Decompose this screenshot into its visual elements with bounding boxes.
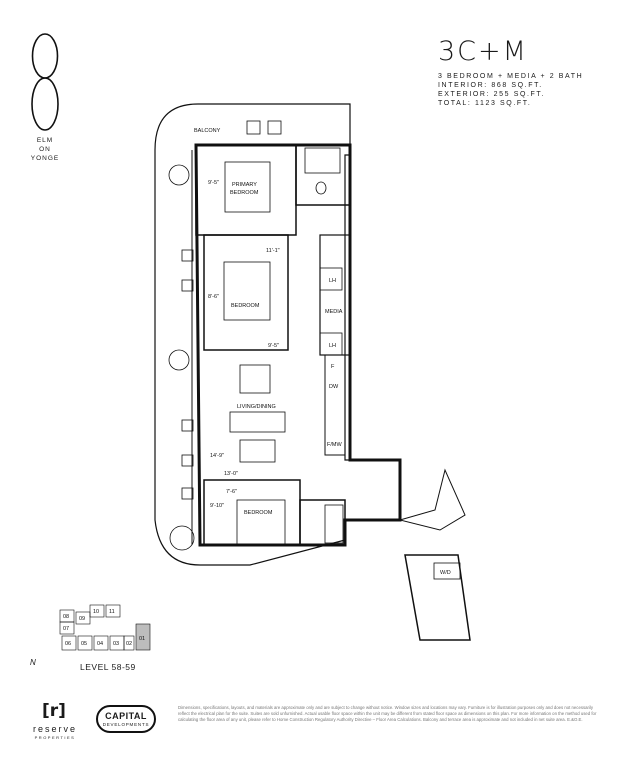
unit-exterior: EXTERIOR: 255 SQ.FT. bbox=[438, 91, 546, 98]
key-label-02: 02 bbox=[126, 641, 132, 647]
walk-in-closet bbox=[404, 554, 471, 641]
key-unit-02 bbox=[123, 635, 135, 651]
key-plan-drawing: 08 09 10 11 07 06 05 04 03 02 01 bbox=[59, 604, 151, 651]
sofa bbox=[229, 411, 286, 433]
key-unit-01-highlighted bbox=[135, 623, 151, 651]
primary-bedroom-label-1: PRIMARY bbox=[232, 182, 257, 188]
key-plan: 08 09 10 11 07 06 05 04 03 02 01 bbox=[52, 600, 152, 655]
linen-closet-2-label: LH bbox=[329, 343, 336, 349]
key-unit-04 bbox=[93, 635, 109, 651]
key-label-01: 01 bbox=[139, 636, 145, 642]
floor-plan: BALCONY PRIMARY BEDROOM 9'-5" BEDROOM 11… bbox=[140, 100, 480, 660]
key-unit-06 bbox=[61, 635, 77, 651]
ensuite-shower bbox=[304, 147, 341, 174]
key-label-11: 11 bbox=[109, 609, 115, 615]
bedroom-3-dim-depth: 9'-10" bbox=[210, 503, 224, 509]
living-dim-1: 14'-9" bbox=[210, 453, 224, 459]
primary-bed bbox=[224, 161, 271, 213]
linen-closet-1-label: LH bbox=[329, 278, 336, 284]
key-label-03: 03 bbox=[113, 641, 119, 647]
legal-disclaimer: Dimensions, specifications, layouts, and… bbox=[178, 705, 597, 722]
key-label-06: 06 bbox=[65, 641, 71, 647]
elm-on-yonge-logo-eight bbox=[31, 33, 59, 131]
fridge-label: F bbox=[331, 364, 335, 370]
entry-corridor bbox=[398, 468, 466, 531]
logo-line-3: YONGE bbox=[30, 155, 60, 162]
bedroom-2-dim-depth: 8'-6" bbox=[208, 294, 219, 300]
key-label-07: 07 bbox=[63, 626, 69, 632]
ensuite-bath bbox=[295, 144, 351, 206]
key-unit-11 bbox=[105, 604, 121, 618]
bedroom-2-walls bbox=[203, 234, 289, 351]
bedroom-3-label: BEDROOM bbox=[244, 510, 273, 516]
key-label-05: 05 bbox=[81, 641, 87, 647]
balcony-chairs bbox=[168, 120, 282, 551]
key-label-08: 08 bbox=[63, 614, 69, 620]
living-dim-2: 13'-0" bbox=[224, 471, 238, 477]
dishwasher-label: DW bbox=[329, 384, 339, 390]
coffee-table bbox=[239, 439, 276, 463]
key-unit-09 bbox=[75, 611, 91, 625]
key-label-04: 04 bbox=[97, 641, 103, 647]
bedroom-2-dim-width: 11'-1" bbox=[266, 248, 280, 254]
capital-developments-logo: CAPITAL DEVELOPMENTS bbox=[96, 705, 156, 733]
key-label-09: 09 bbox=[79, 616, 85, 622]
key-unit-05 bbox=[77, 635, 93, 651]
unit-details: 3 BEDROOM + MEDIA + 2 BATH INTERIOR: 868… bbox=[438, 72, 583, 108]
balcony-label: BALCONY bbox=[194, 128, 221, 134]
north-arrow: N bbox=[30, 658, 36, 667]
reserve-subtitle: PROPERTIES bbox=[34, 735, 76, 740]
key-unit-07 bbox=[59, 621, 75, 635]
washer-dryer bbox=[433, 562, 461, 580]
brand-logo-text: ELM ON YONGE bbox=[24, 136, 66, 163]
microwave-label: F/MW bbox=[327, 442, 342, 448]
ensuite-toilet bbox=[315, 181, 327, 195]
floor-plan-drawing: BALCONY PRIMARY BEDROOM 9'-5" BEDROOM 11… bbox=[154, 103, 471, 641]
reserve-properties-logo: [r] reserve PROPERTIES bbox=[20, 700, 90, 750]
bedroom-2-label: BEDROOM bbox=[231, 303, 260, 309]
bedroom-3-bed bbox=[236, 499, 286, 546]
reserve-wordmark: reserve bbox=[32, 724, 77, 734]
living-dining-label: LIVING/DINING bbox=[237, 404, 276, 410]
unit-rooms: 3 BEDROOM + MEDIA + 2 BATH bbox=[438, 73, 584, 80]
unit-total: TOTAL: 1123 SQ.FT. bbox=[438, 100, 532, 107]
main-bath-tub bbox=[324, 504, 344, 544]
logo-line-2: ON bbox=[39, 146, 51, 153]
capital-subtitle: DEVELOPMENTS bbox=[102, 722, 150, 727]
level-label: LEVEL 58-59 bbox=[80, 662, 136, 672]
logo-line-1: ELM bbox=[36, 137, 54, 144]
main-bath bbox=[299, 499, 346, 546]
capital-wordmark: CAPITAL bbox=[105, 711, 147, 721]
kitchen-counter bbox=[324, 354, 346, 456]
washer-dryer-label: W/D bbox=[440, 570, 451, 576]
key-unit-10 bbox=[89, 604, 105, 618]
bedroom-2-bed bbox=[223, 261, 271, 321]
primary-bedroom-dim: 9'-5" bbox=[208, 180, 219, 186]
primary-bedroom-label-2: BEDROOM bbox=[230, 190, 259, 196]
media-label: MEDIA bbox=[325, 309, 343, 315]
dining-table bbox=[239, 364, 271, 394]
unit-name: 3C+M bbox=[438, 36, 528, 67]
bedroom-3-dim-width: 7'-6" bbox=[226, 489, 237, 495]
unit-interior: INTERIOR: 868 SQ.FT. bbox=[438, 82, 543, 89]
bedroom-2-dim-lower: 9'-5" bbox=[268, 343, 279, 349]
linen-closet-1 bbox=[319, 267, 343, 291]
key-label-10: 10 bbox=[93, 609, 99, 615]
reserve-mark: [r] bbox=[42, 701, 66, 721]
